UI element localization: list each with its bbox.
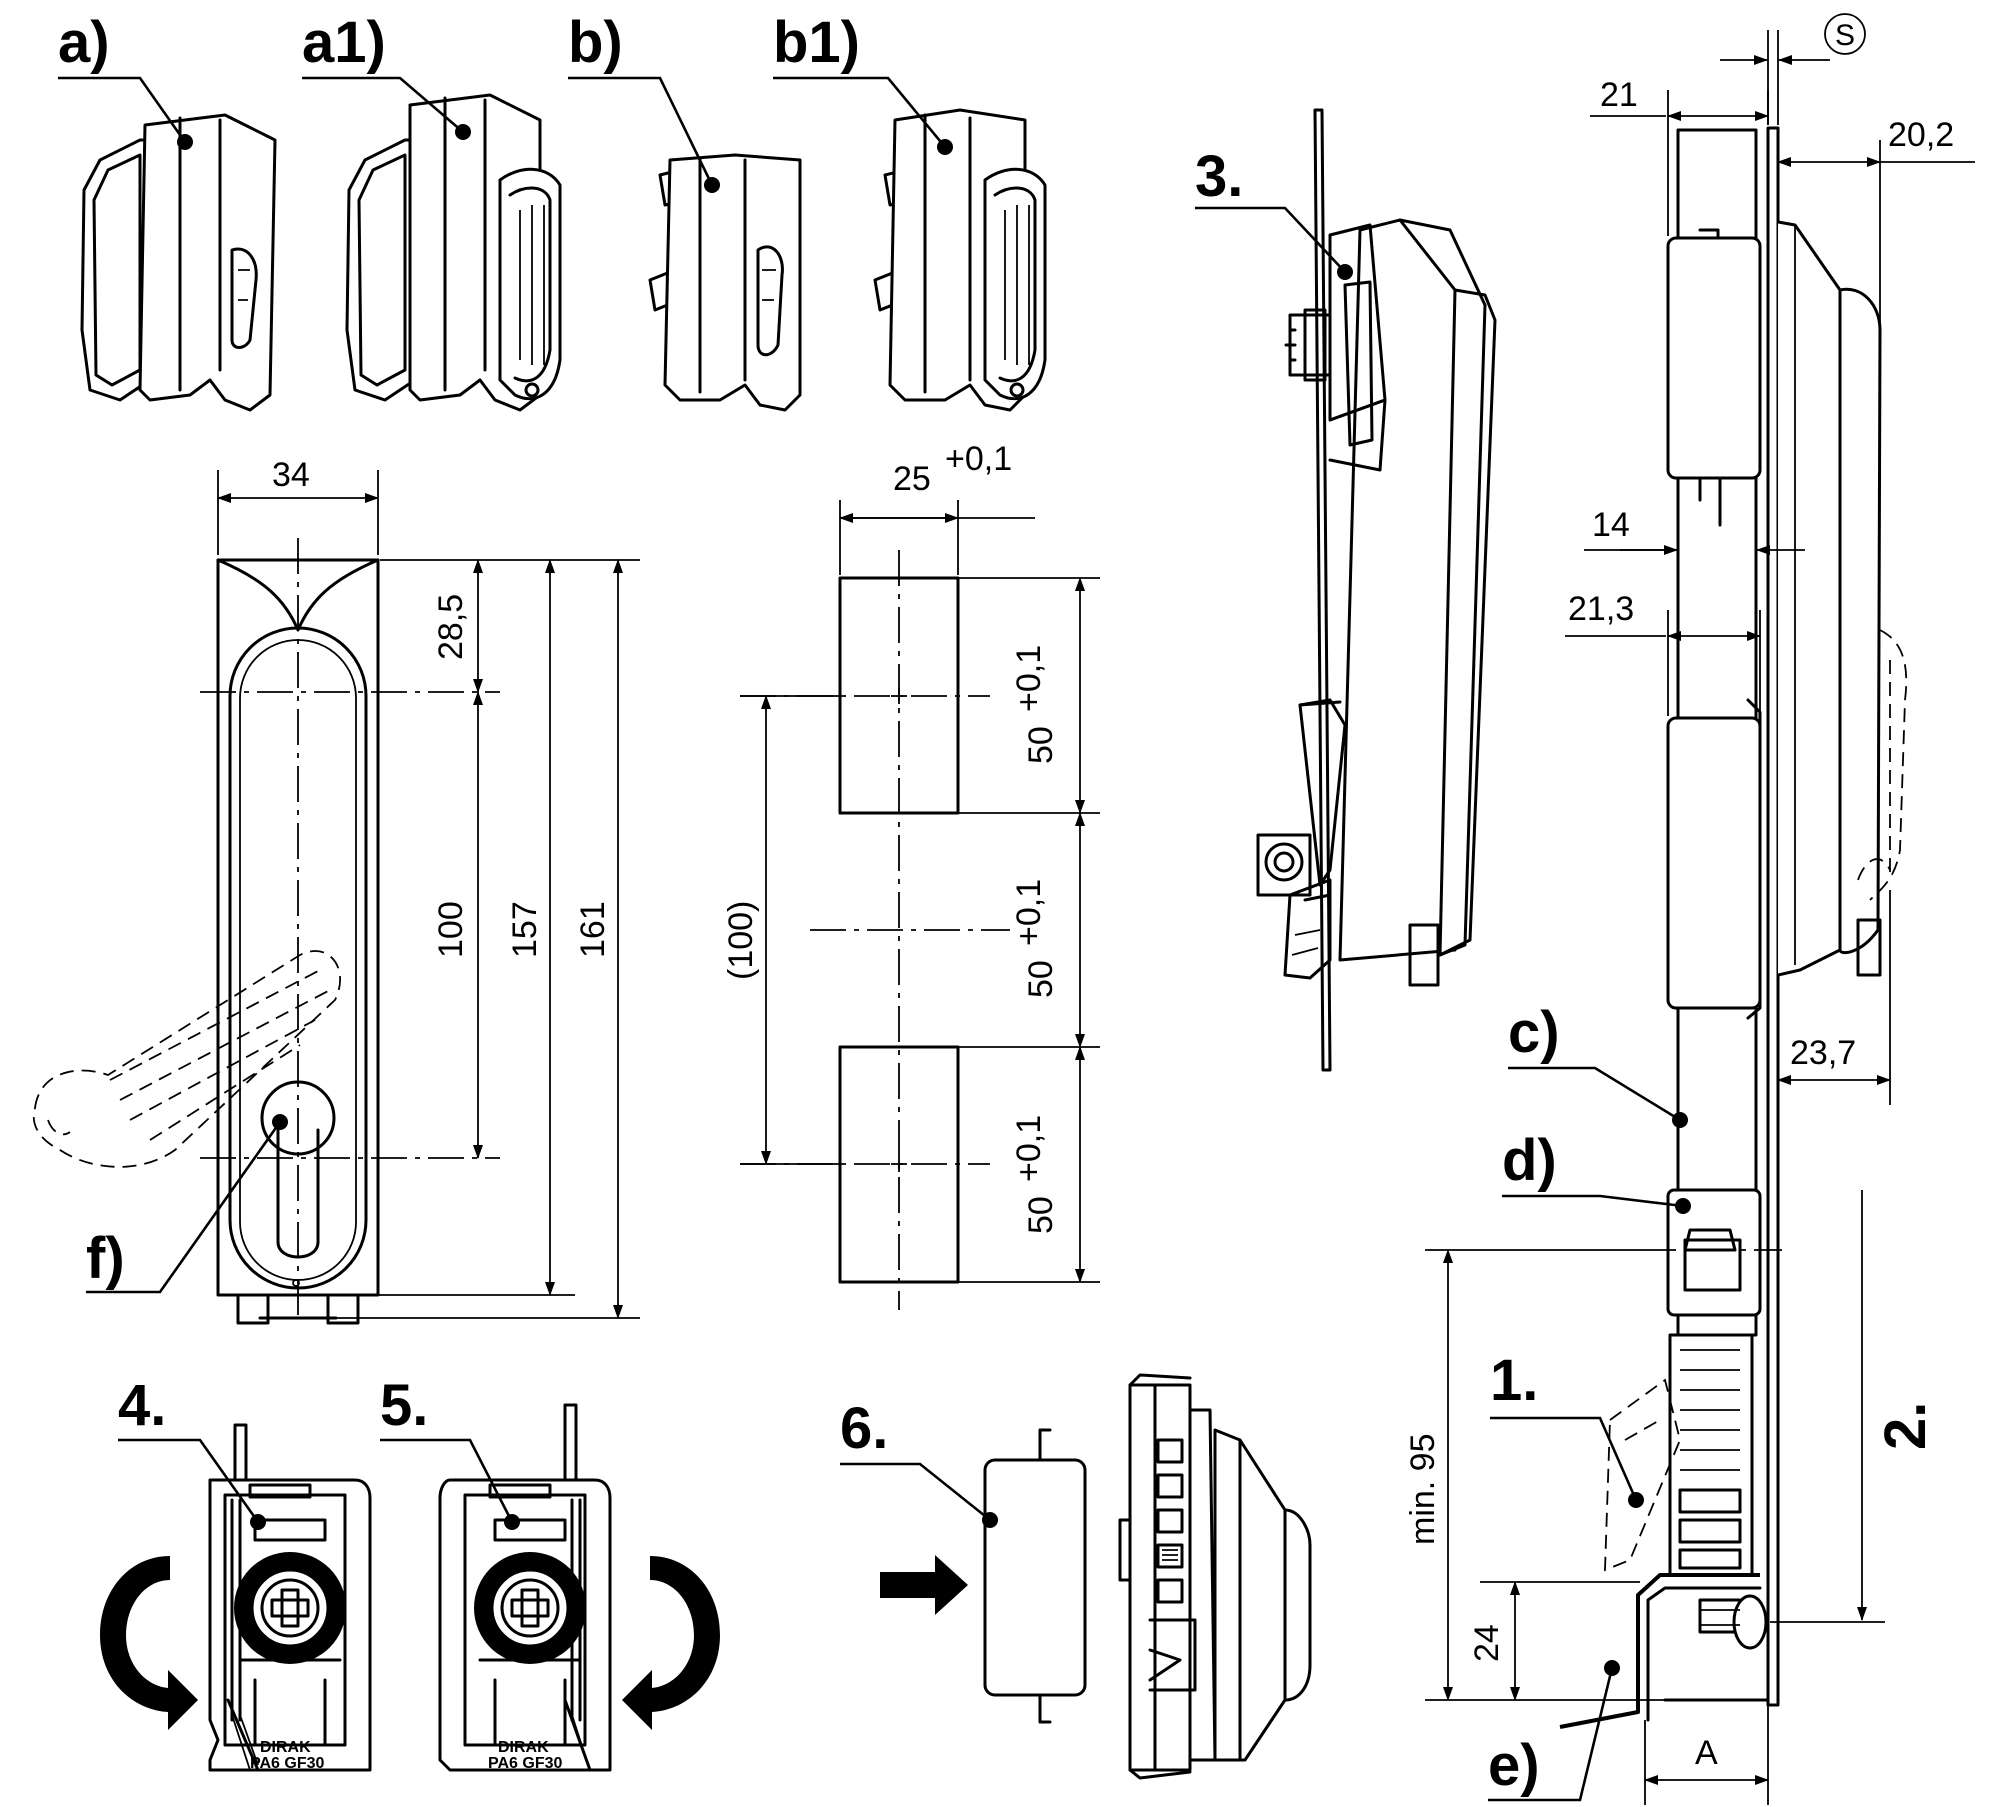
label-2-text: 2.	[1873, 1402, 1938, 1450]
dim-lower-cutout-text: 50	[1022, 1196, 1060, 1234]
label-d: d)	[1502, 1128, 1691, 1214]
dim-sheet-s-text: S	[1835, 19, 1855, 52]
label-b1: b1)	[773, 10, 953, 155]
label-a1-text: a1)	[302, 10, 386, 75]
dim-cutout-axis-distance: (100)	[722, 695, 840, 1165]
dim-side-23-7-text: 23,7	[1790, 1034, 1856, 1072]
dim-min-95: min. 95	[1404, 1249, 1665, 1701]
handle-front-view	[32, 538, 500, 1325]
view-6-insert	[880, 1373, 1312, 1780]
dim-side-20-2-text: 20,2	[1888, 116, 1954, 154]
view-3-side-installed	[1256, 108, 1497, 1072]
dim-min-95-text: min. 95	[1404, 1434, 1442, 1546]
dim-top-to-axis-text: 28,5	[432, 594, 470, 660]
dim-157-text: 157	[506, 901, 544, 958]
dim-side-24: 24	[1468, 1581, 1640, 1701]
label-c-text: c)	[1508, 1000, 1560, 1065]
label-d-text: d)	[1502, 1128, 1557, 1193]
dim-side-A: A	[1644, 1705, 1769, 1805]
variant-b1-figure	[873, 108, 1047, 412]
side-section-view	[1559, 126, 1908, 1729]
label-5-text: 5.	[380, 1373, 428, 1438]
dim-side-21: 21	[1590, 76, 1769, 236]
dim-side-24-text: 24	[1468, 1624, 1506, 1662]
insert-arrow-icon	[880, 1555, 968, 1615]
label-a: a)	[58, 10, 193, 150]
dim-cutout-axis-distance-text: (100)	[722, 901, 760, 980]
label-1-text: 1.	[1490, 1348, 1538, 1413]
dim-vertical-set: 28,5 100 157 161	[280, 559, 640, 1319]
label-1: 1.	[1490, 1348, 1644, 1508]
view-5-brand-text: DIRAK	[498, 1739, 549, 1756]
dim-side-20-2: 20,2	[1777, 116, 1975, 325]
dim-axis-distance-text: 100	[432, 901, 470, 958]
variant-b-figure	[648, 153, 802, 412]
label-c: c)	[1508, 1000, 1688, 1128]
rotate-ccw-arrow-icon	[100, 1556, 198, 1730]
dim-handle-width: 34	[217, 456, 379, 555]
dim-side-14: 14	[1584, 506, 1805, 555]
dim-mid-spacing-tol-text: +0,1	[1010, 879, 1048, 946]
label-b-text: b)	[568, 10, 623, 75]
view-4-material-text: PA6 GF30	[250, 1755, 325, 1772]
view-4-brand-text: DIRAK	[260, 1739, 311, 1756]
dim-cutout-height-text: 50	[1022, 726, 1060, 764]
label-b: b)	[568, 10, 720, 193]
view-5-rotation: DIRAK PA6 GF30	[438, 1403, 720, 1772]
gear-4	[234, 1552, 346, 1664]
gear-5	[474, 1552, 586, 1664]
label-b1-text: b1)	[773, 10, 860, 75]
view-5-material-text: PA6 GF30	[488, 1755, 563, 1772]
dim-cutout-width-tol-text: +0,1	[945, 440, 1012, 478]
label-4: 4.	[118, 1373, 266, 1530]
label-5: 5.	[380, 1373, 520, 1530]
dim-side-21-3-text: 21,3	[1568, 590, 1634, 628]
view-4-rotation: DIRAK PA6 GF30	[100, 1423, 372, 1772]
dim-sheet-s: S	[1720, 13, 1866, 125]
label-e: e)	[1488, 1660, 1620, 1802]
label-6: 6.	[840, 1396, 998, 1528]
dim-lower-cutout-tol-text: +0,1	[1010, 1115, 1048, 1182]
dim-side-14-text: 14	[1592, 506, 1630, 544]
dim-side-23-7: 23,7	[1777, 890, 1891, 1105]
label-4-text: 4.	[118, 1373, 166, 1438]
variant-a1-figure	[345, 93, 562, 412]
label-3: 3.	[1195, 144, 1353, 280]
variant-a-figure	[80, 113, 277, 412]
dim-cutout-height-tol-text: +0,1	[1010, 645, 1048, 712]
dim-2-travel: 2.	[1770, 1190, 1938, 1623]
label-6-text: 6.	[840, 1396, 888, 1461]
dim-side-21-text: 21	[1600, 76, 1638, 114]
dim-side-21-3: 21,3	[1565, 590, 1761, 716]
label-f: f)	[86, 1114, 288, 1294]
label-f-text: f)	[86, 1226, 125, 1291]
label-3-text: 3.	[1195, 144, 1243, 209]
dim-side-A-text: A	[1695, 1734, 1718, 1772]
rotate-cw-arrow-icon	[622, 1556, 720, 1730]
dim-161-text: 161	[574, 901, 612, 958]
label-a-text: a)	[58, 10, 110, 75]
label-a1: a1)	[302, 10, 471, 140]
label-e-text: e)	[1488, 1733, 1540, 1798]
dim-cutout-heights: 50 +0,1 50 +0,1 50 +0,1	[958, 577, 1100, 1283]
dim-handle-width-text: 34	[272, 456, 310, 494]
dim-cutout-width: 25 +0,1	[839, 440, 1035, 575]
panel-cutout-view	[740, 550, 1010, 1310]
dim-mid-spacing-text: 50	[1022, 960, 1060, 998]
dim-cutout-width-text: 25	[893, 460, 931, 498]
